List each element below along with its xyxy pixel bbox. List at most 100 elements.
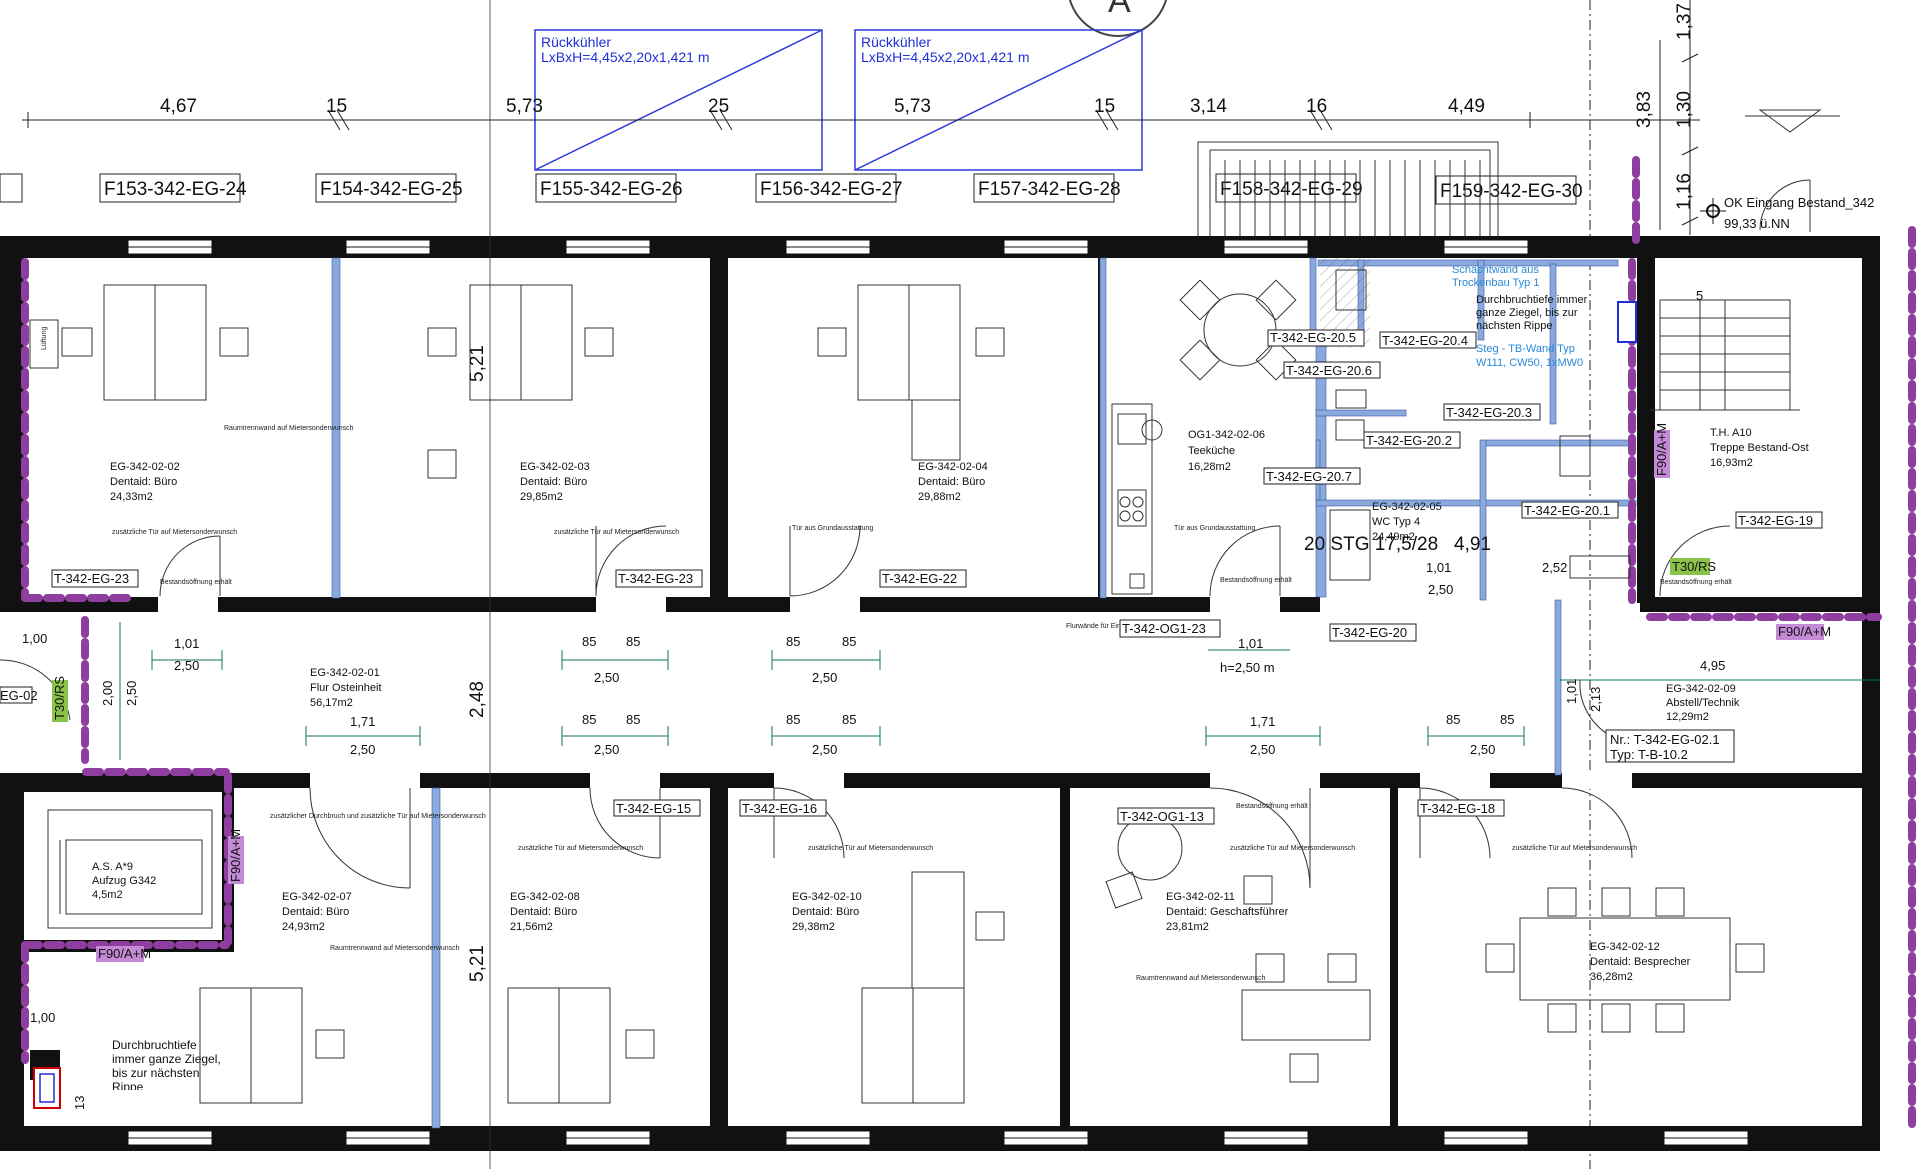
fire-labels: T30/RS T30/RS F90/A+M F90/A+M F90/A+M F9… [52,423,1831,962]
note-lueftung: Lüftung [41,327,48,350]
dim-250-e: 2,50 [1250,742,1275,757]
durchbruch-note-upper: Durchbruchtiefe immer ganze Ziegel, bis … [1452,264,1588,369]
door-tag-eg20: T-342-EG-20 [1332,625,1407,640]
entrance-level-line1: OK Eingang Bestand_342 [1724,195,1874,210]
note-zusatz-4: zusätzliche Tür auf Mietersonderwunsch [808,845,933,852]
note-best-4: Bestandsöffnung erhält [1660,579,1732,586]
door-tag-og1-23: T-342-OG1-23 [1122,621,1206,636]
section-marker-label: A [1108,0,1131,20]
dim-lower-door: 1,71 [350,714,375,729]
room-02-12-area: 36,28m2 [1590,971,1633,983]
top-dim-9: 4,49 [1448,96,1485,117]
fire-label-f90-a: F90/A+M [1778,624,1831,639]
stair-steps: 5 [1696,288,1703,303]
facade-label-2: F154-342-EG-25 [320,179,463,200]
dim-250-f: 2,50 [1470,742,1495,757]
door-tag-eg20-5: T-342-EG-20.5 [1270,330,1356,345]
steg-note-text: Steg - TB-Wand Typ W111, CW50, 1xMW0 [1476,343,1584,369]
note-raumtrenn-1: Raumtrennwand auf Mietersonderwunsch [224,425,354,432]
right-dimension-line [1659,0,1699,235]
door-tag-eg23-b: T-342-EG-23 [618,571,693,586]
dim-250-a: 2,50 [594,670,619,685]
walls [0,236,1880,1151]
room-stair-name: Treppe Bestand-Ost [1710,442,1809,454]
tb-note-typ: Typ: T-B-10.2 [1610,747,1688,762]
door-tag-eg20-3: T-342-EG-20.3 [1446,405,1532,420]
fire-label-f90-c: F90/A+M [228,829,243,882]
room-02-02-area: 24,33m2 [110,491,153,503]
top-dim-6: 15 [1094,96,1115,117]
dim-85-b: 85 [626,634,640,649]
rueckkuehler-2: Rückkühler LxBxH=4,45x2,20x1,421 m [854,29,1143,171]
top-dim-3: 5,73 [506,96,543,117]
dim-wc-250: 2,50 [1428,582,1453,597]
top-dim-5: 5,73 [894,96,931,117]
dim-abstell: 4,95 [1700,658,1725,673]
room-wc-name: WC Typ 4 [1372,516,1420,528]
room-02-04-area: 29,88m2 [918,491,961,503]
section-marker: A [1068,0,1168,37]
dim-abstell-3: 1,01 [1564,679,1579,704]
note-best-1: Bestandsöffnung erhält [1220,577,1292,584]
room-wc-area: 24,49m2 [1372,531,1415,543]
rueckkuehler-1-title: Rückkühler [541,34,611,50]
room-02-10-area: 29,38m2 [792,921,835,933]
room-02-11-name: Dentaid: Geschaftsführer [1166,906,1289,918]
room-02-10-name: Dentaid: Büro [792,906,859,918]
shaft-marker-top [1617,301,1637,343]
dim-left-lower: 13 [72,1096,87,1110]
right-dim-4: 3,83 [1634,91,1655,128]
room-flur-area: 56,17m2 [310,697,353,709]
door-tag-eg02: EG-02 [0,688,38,703]
note-raumtrenn-2: Raumtrennwand auf Mietersonderwunsch [330,945,460,952]
room-02-12-name: Dentaid: Besprecher [1590,956,1691,968]
room-stair-area: 16,93m2 [1710,457,1753,469]
dim-85-j: 85 [1500,712,1514,727]
facade-label-3: F155-342-EG-26 [540,179,683,200]
note-grund-1: Tür aus Grundausstattung [792,525,873,532]
shaft-marker [33,1067,61,1109]
facade-label-4: F156-342-EG-27 [760,179,903,200]
note-best-2: Bestandsöffnung erhält [160,579,232,586]
door-tag-eg18: T-342-EG-18 [1420,801,1495,816]
right-dim-3: 1,16 [1674,173,1695,210]
room-flur-id: EG-342-02-01 [310,667,380,679]
rueckkuehler-2-size: LxBxH=4,45x2,20x1,421 m [861,49,1030,65]
dim-wc-101: 1,01 [1426,560,1451,575]
dim-left-3: 2,50 [124,681,139,706]
room-02-03-name: Dentaid: Büro [520,476,587,488]
room-02-04-id: EG-342-02-04 [918,461,988,473]
room-02-02-name: Dentaid: Büro [110,476,177,488]
dim-171-b: 1,71 [1250,714,1275,729]
corridor-openings [158,596,1632,789]
room-02-03-id: EG-342-02-03 [520,461,590,473]
dim-250-c: 2,50 [594,742,619,757]
durchbruch-note-lower: Durchbruchtiefe immer ganze Ziegel, bis … [112,1038,221,1090]
note-flur: Flurwände für Einbau... [1066,623,1138,630]
door-tag-eg20-4: T-342-EG-20.4 [1382,333,1468,348]
entrance-level-line2: 99,33 ü.NN [1724,216,1790,231]
durchbruch-note-text: Durchbruchtiefe immer ganze Ziegel, bis … [1476,294,1588,332]
rueckkuehler-1-size: LxBxH=4,45x2,20x1,421 m [541,49,710,65]
fire-label-t30-a: T30/RS [1672,559,1716,574]
dim-13: 20 STG 17,5/28 [1304,534,1438,555]
top-dim-4: 25 [708,96,729,117]
door-tag-eg16: T-342-EG-16 [742,801,817,816]
door-tag-eg19: T-342-EG-19 [1738,513,1813,528]
facade-labels: F153-342-EG-24 F154-342-EG-25 F155-342-E… [0,173,1583,205]
dim-door-2: 2,50 [174,658,199,673]
tb-note-nr: Nr.: T-342-EG-02.1 [1610,732,1720,747]
dim-left-2: 2,00 [100,681,115,706]
door-tag-eg20-2: T-342-EG-20.2 [1366,433,1452,448]
room-02-07-name: Dentaid: Büro [282,906,349,918]
note-zusatz-1: zusätzliche Tür auf Mietersonderwunsch [112,529,237,536]
light-partitions [331,257,1637,1129]
dim-wc-2: 2,52 [1542,560,1567,575]
dim-250-d: 2,50 [812,742,837,757]
room-abstell-id: EG-342-02-09 [1666,683,1736,695]
windows-top [127,239,1529,255]
room-teekueche-area: 16,28m2 [1188,461,1231,473]
room-02-12-id: EG-342-02-12 [1590,941,1660,953]
door-tag-eg23-a: T-342-EG-23 [54,571,129,586]
